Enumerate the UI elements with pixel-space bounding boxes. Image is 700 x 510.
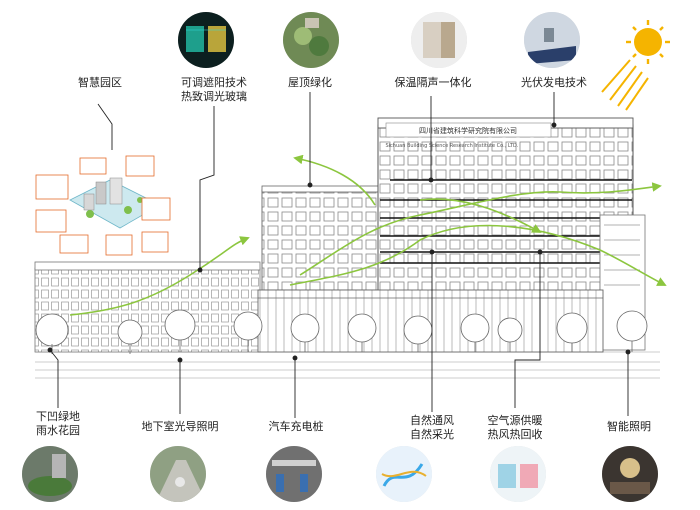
ground-lines bbox=[35, 351, 660, 379]
label-insulation: 保温隔声一体化 bbox=[394, 76, 472, 89]
smart-lighting-icon bbox=[602, 446, 658, 502]
green-roof-icon bbox=[283, 12, 339, 68]
label-ev-charging: 汽车充电桩 bbox=[268, 420, 324, 433]
building-sign-en: Sichuan Building Science Research Instit… bbox=[385, 143, 518, 149]
label-green-roof: 屋顶绿化 bbox=[288, 76, 332, 89]
insulation-panel-icon bbox=[411, 12, 467, 68]
label-pv: 光伏发电技术 bbox=[521, 76, 587, 89]
glass-panel-icon bbox=[178, 12, 234, 68]
smart-park-inset bbox=[34, 150, 172, 260]
middle-tower bbox=[261, 185, 383, 291]
podium bbox=[257, 289, 604, 353]
rain-garden-icon bbox=[22, 446, 78, 502]
label-natural-vent: 自然通风 自然采光 bbox=[410, 414, 454, 441]
label-rain-garden: 下凹绿地 雨水花园 bbox=[36, 410, 80, 437]
heat-pump-icon bbox=[490, 446, 546, 502]
airflow-arrows bbox=[69, 154, 667, 316]
ev-charger-icon bbox=[266, 446, 322, 502]
trees bbox=[35, 309, 648, 354]
label-smart-park: 智慧园区 bbox=[78, 76, 122, 89]
sun-icon bbox=[601, 20, 670, 111]
ventilation-sim-icon bbox=[376, 446, 432, 502]
label-dimming-glass: 可调遮阳技术 热致调光玻璃 bbox=[181, 76, 247, 103]
label-smart-lighting: 智能照明 bbox=[607, 420, 651, 433]
solar-panel-icon bbox=[524, 12, 580, 68]
building-sign-cn: 四川省建筑科学研究院有限公司 bbox=[419, 126, 517, 135]
left-low-building bbox=[34, 261, 261, 353]
leader-lines bbox=[47, 92, 631, 418]
label-basement-light: 地下室光导照明 bbox=[141, 420, 219, 433]
light-pipe-icon bbox=[150, 446, 206, 502]
label-heat-recovery: 空气源供暖 热风热回收 bbox=[487, 414, 543, 441]
